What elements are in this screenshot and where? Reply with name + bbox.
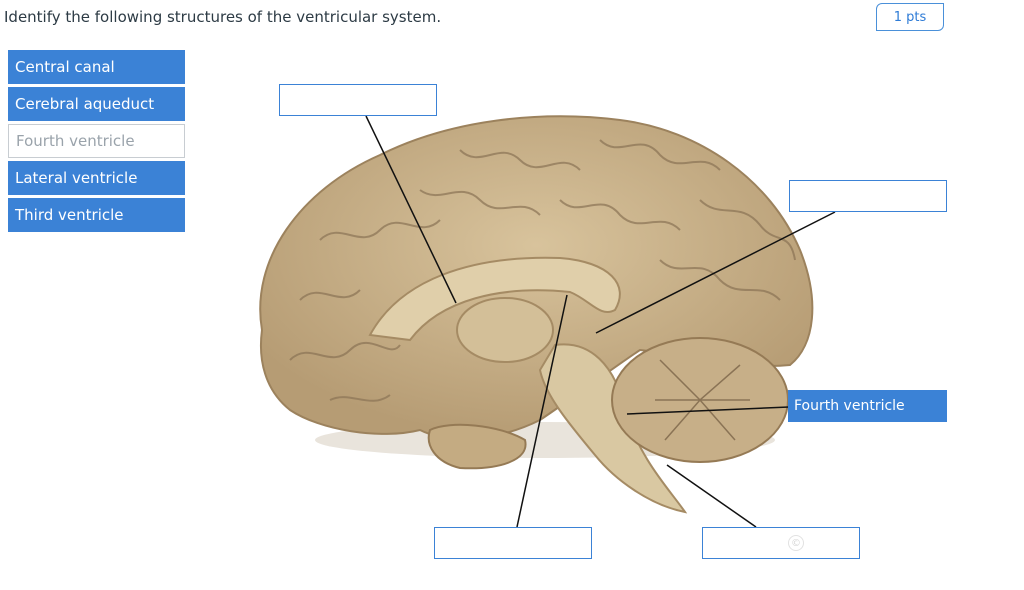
points-badge: 1 pts [876, 3, 944, 31]
leader-lines [365, 115, 836, 528]
answer-chip-lateral-ventricle[interactable]: Lateral ventricle [8, 161, 185, 195]
leader-line-middle-right [626, 406, 790, 415]
drop-target-top-left[interactable] [279, 84, 437, 116]
copyright-watermark-icon: © [788, 535, 804, 551]
leader-line-top-left [365, 115, 457, 304]
gyri-texture [289, 139, 796, 402]
arbor-vitae [655, 359, 750, 441]
thalamus [456, 297, 554, 363]
drop-target-middle-right[interactable]: Fourth ventricle [788, 390, 947, 422]
leader-line-bottom-right [666, 464, 757, 528]
drop-target-bottom-center[interactable] [434, 527, 592, 559]
drop-target-top-right[interactable] [789, 180, 947, 212]
answer-chip-third-ventricle[interactable]: Third ventricle [8, 198, 185, 232]
temporal-lobe-base [427, 423, 527, 470]
leader-line-bottom-center [516, 294, 568, 528]
drop-target-bottom-right[interactable] [702, 527, 860, 559]
corpus-callosum [368, 256, 621, 342]
answer-chip-cerebral-aqueduct[interactable]: Cerebral aqueduct [8, 87, 185, 121]
leader-line-top-right [595, 211, 836, 334]
answer-chip-central-canal[interactable]: Central canal [8, 50, 185, 84]
answer-chip-fourth-ventricle: Fourth ventricle [8, 124, 185, 158]
brainstem [538, 343, 688, 514]
answer-bank: Central canal Cerebral aqueduct Fourth v… [8, 50, 185, 235]
question-text: Identify the following structures of the… [4, 8, 442, 26]
